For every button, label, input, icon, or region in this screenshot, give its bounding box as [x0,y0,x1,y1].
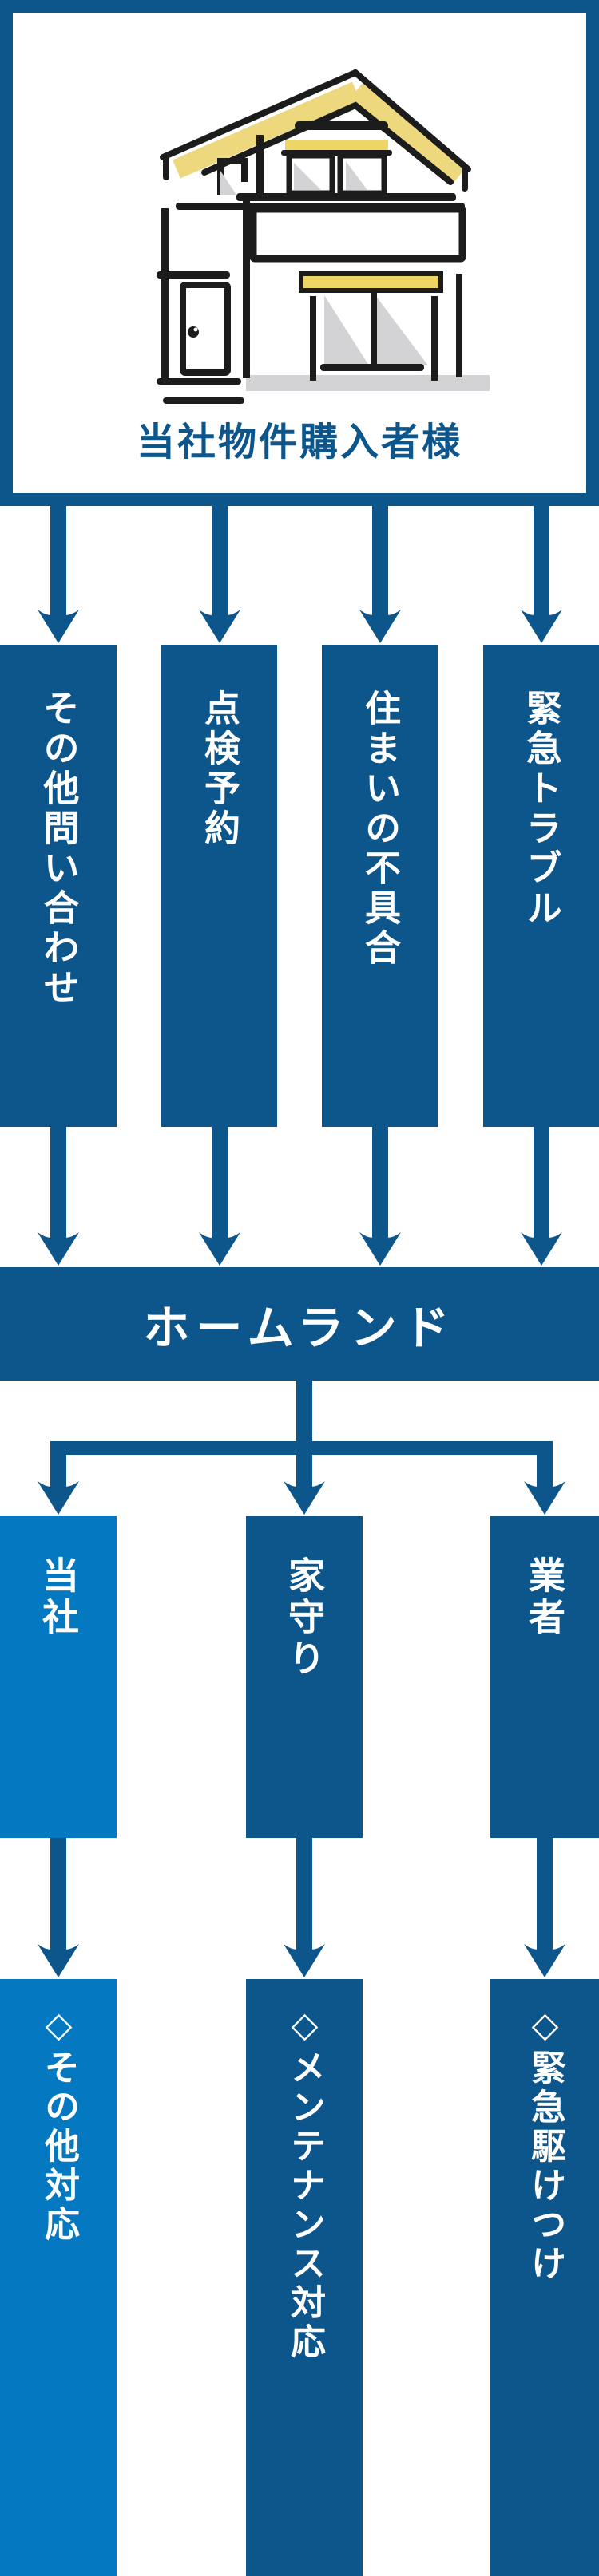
flow-box-label: 業者 [524,1556,565,1639]
flow-box-label: 家守り [284,1556,325,1681]
house-illustration [157,69,490,404]
customer-box: 当社物件購入者様 [0,0,599,506]
down-arrow [524,1838,565,1977]
flow-box-label: その他問い合わせ [38,689,79,1009]
flow-box-label: 点検予約 [199,689,240,849]
down-arrow [199,1127,240,1266]
down-arrow [359,1127,401,1266]
flow-box-inspection-reservation: 点検予約 [161,645,277,1127]
down-arrow [38,1127,79,1266]
flow-box-our-company: 当社 [0,1516,117,1838]
flow-box-contractor: 業者 [490,1516,599,1838]
flow-box-label: ◇その他対応 [39,2005,78,2245]
flow-box-maintenance-support: ◇メンテナンス対応 [246,1979,363,2576]
flow-box-label: ◇メンテナンス対応 [285,2005,324,2362]
down-arrow [359,506,401,643]
down-arrow [199,506,240,643]
down-arrow [38,506,79,643]
down-arrow [521,506,562,643]
flow-box-other-inquiry: その他問い合わせ [0,645,117,1127]
flow-box-label: ◇緊急駆けつけ [526,2005,565,2284]
flow-box-other-support: ◇その他対応 [0,1979,117,2576]
flow-box-label: 当社 [38,1556,79,1639]
down-arrow [521,1127,562,1266]
flow-box-emergency-dispatch: ◇緊急駆けつけ [490,1979,599,2576]
flow-box-label: 住まいの不具合 [359,689,400,969]
down-arrow [38,1838,79,1977]
flow-box-label: 緊急トラブル [521,689,561,929]
down-arrow [284,1838,325,1977]
flow-box-emergency-trouble: 緊急トラブル [483,645,599,1127]
homeland-bar: ホームランド [0,1267,599,1381]
homeland-label: ホームランド [143,1302,456,1354]
flow-box-home-defect: 住まいの不具合 [322,645,438,1127]
customer-label: 当社物件購入者様 [136,421,462,464]
flow-box-house-keeper: 家守り [246,1516,363,1838]
branch-connector [38,1381,565,1515]
